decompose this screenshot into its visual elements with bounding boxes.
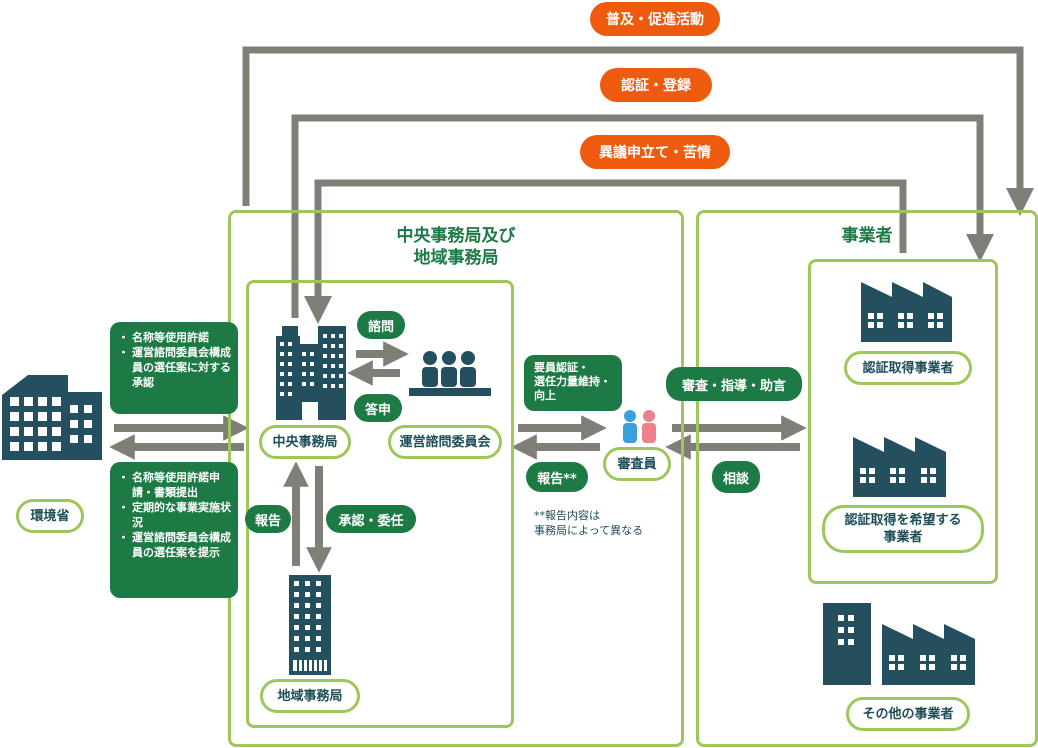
approve-label: 承認・委任 (326, 505, 416, 533)
regional-inner-frame (246, 280, 514, 728)
auditor-people-icon (623, 410, 656, 443)
promotion-label: 普及・促進活動 (590, 2, 720, 36)
committee-icon (409, 351, 491, 396)
committee-label: 運営諮問委員会 (388, 425, 502, 459)
ministry-to-bureau-box: 名称等使用許諾 運営諮問委員会構成員の選任案に対する承認 (110, 322, 238, 414)
regional-office-building-icon (289, 575, 331, 675)
report-label: 報告 (245, 505, 291, 533)
auditor-label: 審査員 (603, 447, 671, 481)
objection-label: 異議申立て・苦情 (580, 135, 730, 169)
wishing-business-label: 認証取得を希望する 事業者 (822, 505, 984, 553)
other-office-building-icon (823, 603, 871, 685)
review-label: 審査・指導・助言 (666, 367, 802, 401)
ministry-building-icon (2, 375, 102, 460)
ministry-label: 環境省 (16, 499, 84, 533)
auditor-report-note: **報告内容は 事務局によって異なる (534, 509, 644, 537)
auditor-report-label: 報告** (526, 462, 588, 492)
regional-office-label: 地域事務局 (260, 679, 360, 713)
certification-label: 認証・登録 (600, 68, 712, 102)
bureau-to-auditor-box: 要員認証・ 選任力量維持・ 向上 (524, 355, 622, 411)
reply-label: 答申 (354, 394, 402, 422)
promotion-flow-line (242, 46, 1034, 216)
certified-business-label: 認証取得事業者 (844, 351, 972, 385)
objection-flow-line (304, 179, 907, 324)
central-office-label: 中央事務局 (259, 425, 351, 459)
business-region-title: 事業者 (841, 226, 893, 246)
certification-flow-line (291, 114, 994, 318)
central-office-building-icon (276, 326, 346, 420)
business-target-frame (808, 259, 998, 584)
central-region-title: 中央事務局及び 地域事務局 (396, 226, 516, 268)
other-business-label: その他の事業者 (846, 697, 970, 731)
business-region-frame (696, 210, 1038, 747)
consult-label: 諮問 (357, 311, 405, 339)
consult-business-label: 相談 (712, 461, 760, 493)
bureau-to-ministry-box: 名称等使用許諾申請・書類提出 定期的な事業実施状況 運営諮問委員会構成員の選任案… (110, 462, 238, 598)
